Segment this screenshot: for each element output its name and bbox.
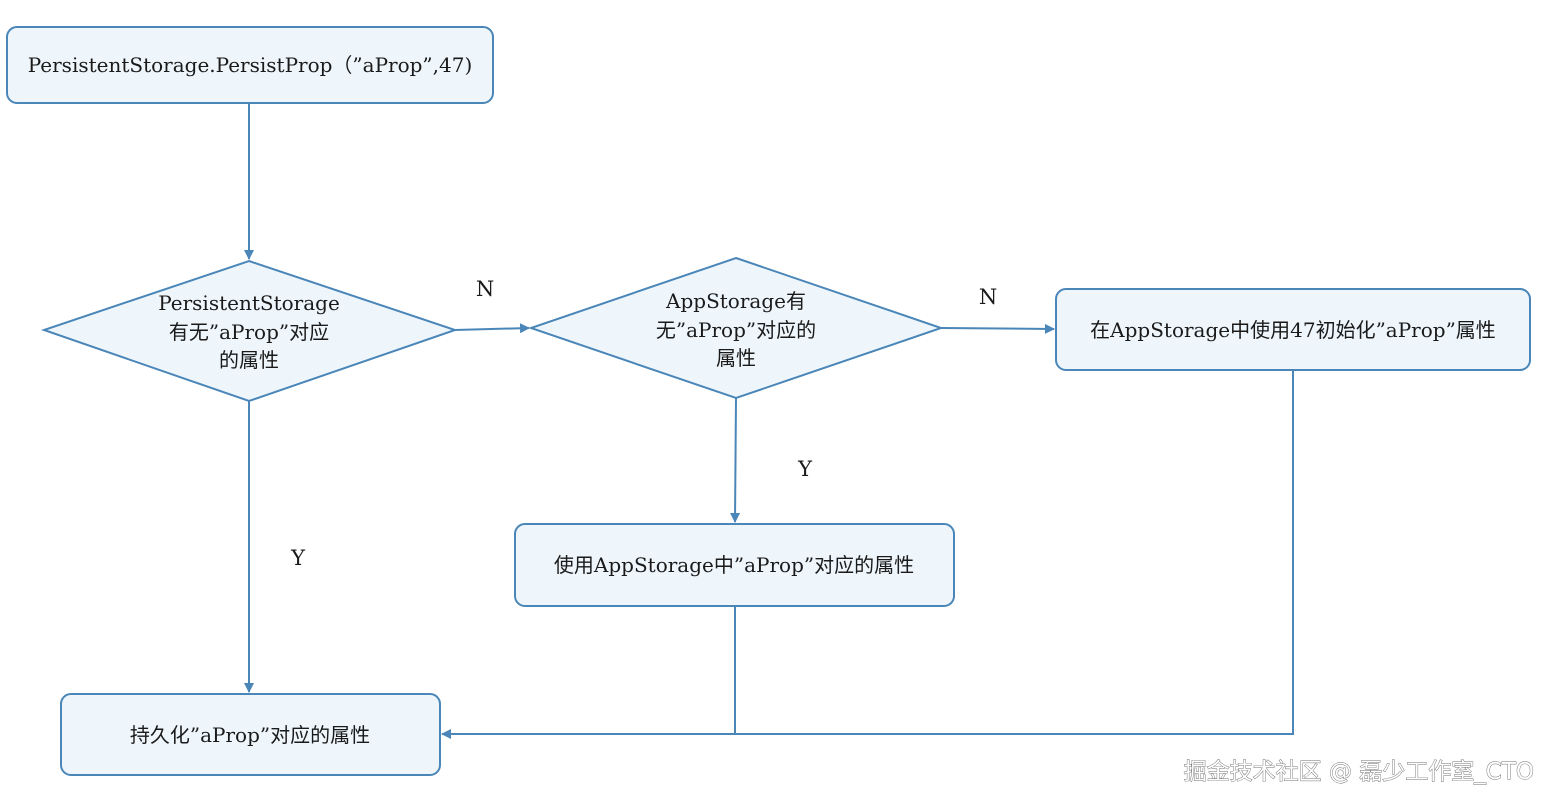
- decision-persistent-line1: PersistentStorage: [158, 291, 340, 315]
- init-box: 在AppStorage中使用47初始化”aProp”属性: [1055, 288, 1531, 371]
- label-n-persistent: N: [476, 277, 494, 301]
- persist-box: 持久化”aProp”对应的属性: [60, 693, 441, 776]
- init-box-label: 在AppStorage中使用47初始化”aProp”属性: [1090, 318, 1496, 342]
- decision-persistent-storage: PersistentStorage 有无”aProp”对应 的属性: [40, 259, 459, 403]
- connector-init-to-bottom: [735, 370, 1294, 735]
- decision-appstorage-line1: AppStorage有: [665, 289, 806, 313]
- watermark: 掘金技术社区 @ 磊少工作室_CTO: [1184, 759, 1534, 785]
- decision-persistent-line2: 有无”aProp”对应: [169, 320, 329, 344]
- start-box: PersistentStorage.PersistProp（”aProp”,47…: [6, 26, 494, 104]
- decision-appstorage-line3: 属性: [716, 346, 756, 370]
- decision-appstorage: AppStorage有 无”aProp”对应的 属性: [527, 256, 945, 400]
- label-n-appstorage: N: [979, 285, 997, 309]
- decision-persistent-line3: 的属性: [219, 348, 279, 372]
- label-y-persistent: Y: [290, 546, 306, 570]
- start-box-label: PersistentStorage.PersistProp（”aProp”,47…: [28, 53, 473, 77]
- arrow-decision1-to-decision2: [454, 323, 530, 334]
- label-y-appstorage: Y: [797, 457, 813, 481]
- use-box: 使用AppStorage中”aProp”对应的属性: [514, 523, 955, 607]
- use-box-label: 使用AppStorage中”aProp”对应的属性: [554, 553, 914, 577]
- arrow-decision2-to-init: [940, 323, 1055, 334]
- decision-appstorage-line2: 无”aProp”对应的: [656, 318, 816, 342]
- arrow-decision2-to-use: [730, 397, 741, 523]
- persist-box-label: 持久化”aProp”对应的属性: [130, 723, 370, 747]
